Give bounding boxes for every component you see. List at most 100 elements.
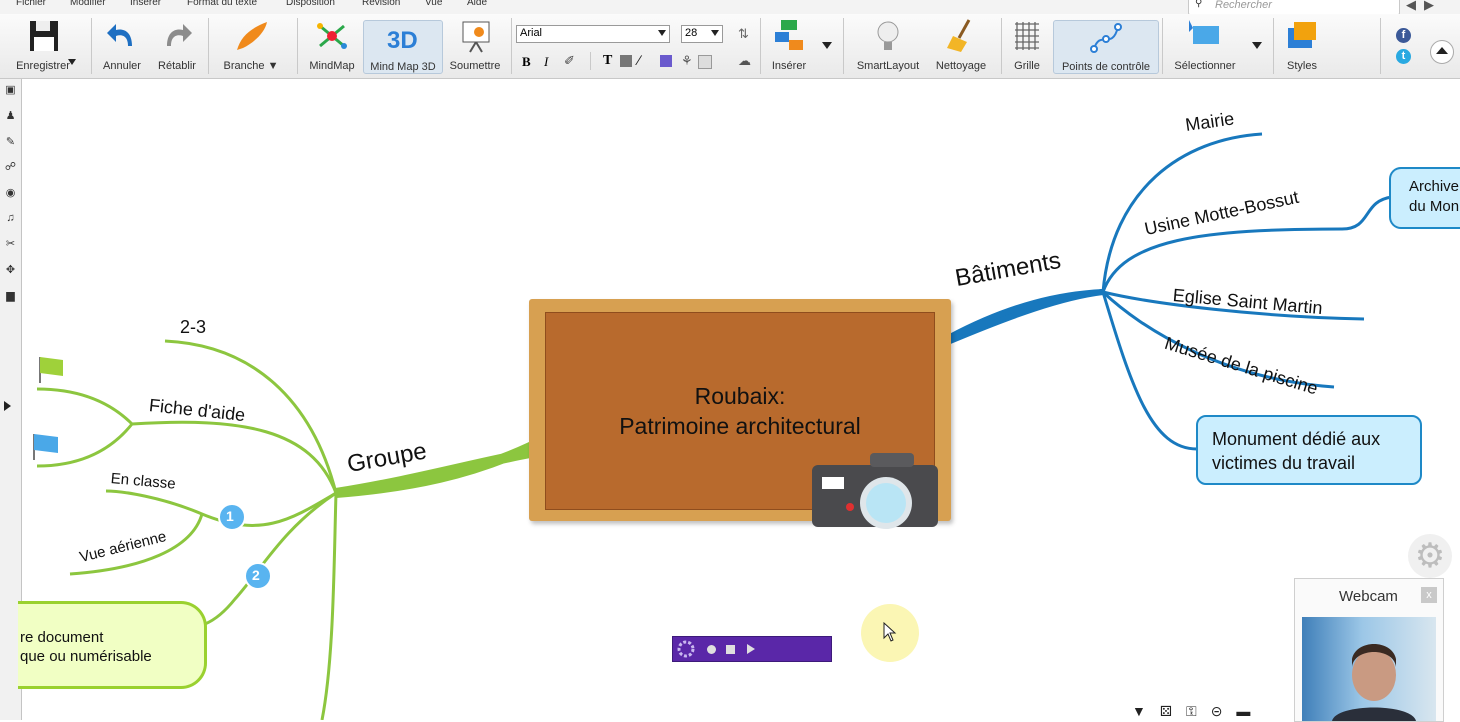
insert-dropdown-icon[interactable] xyxy=(822,42,832,49)
branch-usine[interactable] xyxy=(1101,195,1393,293)
branch-icon xyxy=(237,22,267,50)
settings-gear-icon[interactable]: ⚙ xyxy=(1408,534,1452,578)
node-2-3[interactable]: 2-3 xyxy=(180,317,207,337)
dice-icon[interactable]: ⚄ xyxy=(1159,703,1187,719)
bar-chart-icon[interactable]: ▆ xyxy=(6,290,15,302)
menu-modifier[interactable]: Modifier xyxy=(70,0,106,8)
recorder-bar[interactable] xyxy=(672,636,832,662)
mindmap-3d-icon: 3D xyxy=(387,27,418,54)
forward-icon[interactable]: ▶ xyxy=(1424,0,1442,12)
undo-button[interactable]: Annuler xyxy=(97,18,147,72)
branch-vue-aerienne[interactable] xyxy=(69,513,204,576)
font-size-select[interactable]: 28 xyxy=(681,25,723,43)
mindmap-button[interactable]: MindMap xyxy=(303,18,361,72)
save-button[interactable]: Enregistrer xyxy=(4,18,82,72)
insert-button[interactable]: Insérer xyxy=(765,18,813,72)
stop-icon[interactable] xyxy=(726,645,735,654)
lock-icon[interactable]: ⚿ xyxy=(1186,703,1211,719)
mindmap-canvas[interactable]: 1 2 Bâtiments Mairie Usine Motte-Bossut … xyxy=(18,79,1460,720)
mindmap3d-button[interactable]: 3D Mind Map 3D xyxy=(363,20,443,74)
insert-topic-icon xyxy=(775,20,803,50)
pencil-icon[interactable]: ✎ xyxy=(5,136,16,148)
font-family-select[interactable]: Arial xyxy=(516,25,670,43)
mindmap-branches xyxy=(33,132,1393,720)
webcam-window[interactable]: Webcam x xyxy=(1294,578,1444,722)
select-button[interactable]: Sélectionner xyxy=(1167,18,1243,72)
branch-mairie[interactable] xyxy=(1101,132,1263,293)
menu-vue[interactable]: Vue xyxy=(425,0,443,8)
blue-flag-icon[interactable] xyxy=(33,434,58,460)
person-icon[interactable]: ♟ xyxy=(5,110,16,122)
branch-musee[interactable] xyxy=(1101,290,1335,389)
music-icon[interactable]: ♫ xyxy=(6,212,15,224)
branch-flag-blue[interactable] xyxy=(36,423,134,468)
badge-2[interactable] xyxy=(244,562,272,590)
menu-inserer[interactable]: Insérer xyxy=(130,0,162,8)
branch-bottom[interactable] xyxy=(320,492,338,720)
redo-button[interactable]: Rétablir xyxy=(152,18,202,72)
control-points-button[interactable]: Points de contrôle xyxy=(1053,20,1159,74)
smartlayout-button[interactable]: SmartLayout xyxy=(850,18,926,72)
search-input[interactable]: Rechercher xyxy=(1215,0,1272,11)
cleanup-button[interactable]: Nettoyage xyxy=(930,18,992,72)
menu-format-texte[interactable]: Format du texte xyxy=(187,0,258,8)
branch-batiments[interactable] xyxy=(947,289,1104,346)
search-box[interactable]: ⚲ Rechercher xyxy=(1188,0,1400,15)
zoom-out-icon[interactable]: ⊝ xyxy=(1210,703,1237,719)
smartlayout-label: SmartLayout xyxy=(856,60,920,72)
branch-groupe[interactable] xyxy=(335,439,535,498)
format-painter-icon[interactable]: ✐ xyxy=(564,53,575,68)
save-dropdown-icon[interactable] xyxy=(68,59,76,65)
twitter-icon[interactable]: t xyxy=(1396,49,1411,64)
styles-button[interactable]: Styles xyxy=(1279,18,1325,72)
branch-2-3[interactable] xyxy=(164,339,338,494)
border-swatch[interactable] xyxy=(698,55,712,69)
branch-document[interactable] xyxy=(204,491,337,626)
green-flag-icon[interactable] xyxy=(39,357,63,383)
menu-fichier[interactable]: Fichier xyxy=(16,0,47,8)
text-color-swatch[interactable] xyxy=(620,55,632,67)
branch-fiche[interactable] xyxy=(131,420,338,494)
branch-button[interactable]: Branche ▼ xyxy=(216,18,286,72)
record-icon[interactable] xyxy=(707,645,716,654)
image-icon[interactable]: ▣ xyxy=(5,84,16,96)
text-direction-icon[interactable]: ⇅ xyxy=(738,26,749,41)
close-icon[interactable]: x xyxy=(1421,587,1437,603)
menu-aide[interactable]: Aide xyxy=(467,0,488,8)
back-icon[interactable]: ◀ xyxy=(1406,0,1424,12)
paint-bucket-icon[interactable]: ⚘ xyxy=(681,53,693,68)
minus-icon[interactable]: ▬ xyxy=(1236,703,1265,719)
badge-1[interactable] xyxy=(218,503,246,531)
bold-button[interactable]: B xyxy=(522,54,531,69)
collapse-ribbon-button[interactable] xyxy=(1430,40,1454,64)
play-icon[interactable] xyxy=(747,644,755,654)
attachment-icon[interactable]: ◉ xyxy=(5,187,16,199)
scissors-icon[interactable]: ✂ xyxy=(5,238,16,250)
grid-button[interactable]: Grille xyxy=(1006,18,1048,72)
link-icon[interactable]: ☍ xyxy=(4,161,17,173)
fill-color-swatch[interactable] xyxy=(660,55,672,67)
eraser-icon[interactable]: ☁ xyxy=(738,53,751,68)
filter-icon[interactable]: ▼ xyxy=(1132,703,1160,719)
menu-disposition[interactable]: Disposition xyxy=(286,0,335,8)
redo-label: Rétablir xyxy=(158,60,196,72)
italic-button[interactable]: I xyxy=(544,54,549,69)
undo-label: Annuler xyxy=(103,60,141,72)
line-color-icon[interactable]: ∕ xyxy=(638,52,641,68)
branch-monument[interactable] xyxy=(1101,291,1198,451)
expand-panel-icon[interactable] xyxy=(4,401,11,411)
toolbar-separator xyxy=(511,18,512,74)
facebook-icon[interactable]: f xyxy=(1396,28,1411,43)
branch-flag-green[interactable] xyxy=(36,387,134,426)
text-color-button[interactable]: T xyxy=(603,53,613,68)
search-icon: ⚲ xyxy=(1195,0,1203,9)
move-icon[interactable]: ✥ xyxy=(5,264,16,276)
menu-revision[interactable]: Révision xyxy=(362,0,401,8)
branch-en-classe[interactable] xyxy=(105,489,337,527)
branch-eglise[interactable] xyxy=(1102,290,1365,321)
submit-button[interactable]: Soumettre xyxy=(444,18,506,72)
select-dropdown-icon[interactable] xyxy=(1252,42,1262,49)
